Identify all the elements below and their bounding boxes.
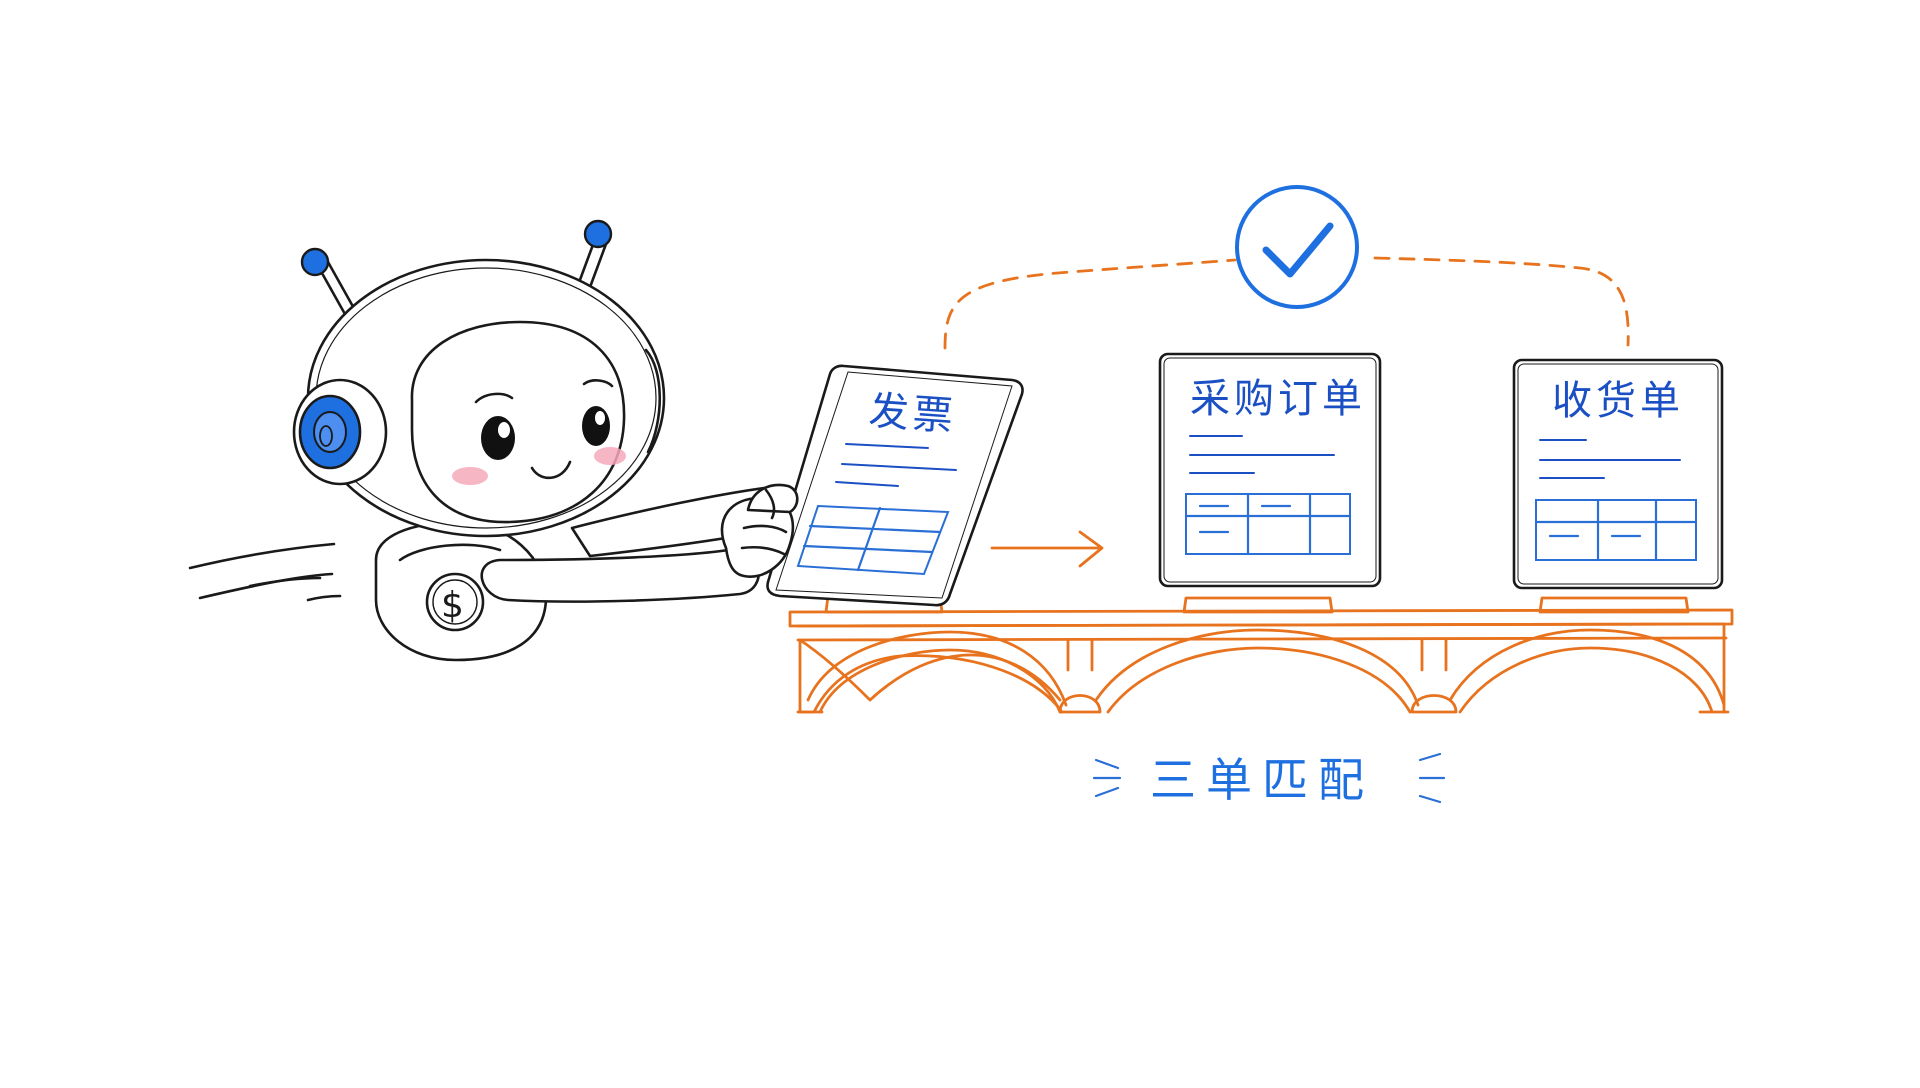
caption-group: 三单匹配 bbox=[1092, 752, 1446, 807]
caption-text: 三单匹配 bbox=[1150, 753, 1374, 807]
receipt-document: 收货单 bbox=[1512, 358, 1724, 590]
robot-hand bbox=[720, 483, 799, 578]
purchase-order-title: 采购订单 bbox=[1190, 376, 1366, 422]
match-link bbox=[943, 256, 1630, 350]
bridge bbox=[788, 594, 1734, 714]
receipt-title: 收货单 bbox=[1552, 378, 1684, 424]
invoice-document: 发票 bbox=[766, 364, 1024, 607]
arrow-right-icon bbox=[990, 530, 1104, 568]
checkmark-circle-icon bbox=[1235, 185, 1359, 309]
svg-text:$: $ bbox=[441, 585, 464, 626]
dollar-icon: $ bbox=[425, 572, 485, 632]
invoice-title: 发票 bbox=[867, 388, 958, 440]
robot-character: $ bbox=[188, 219, 791, 662]
purchase-order-document: 采购订单 bbox=[1158, 352, 1382, 588]
